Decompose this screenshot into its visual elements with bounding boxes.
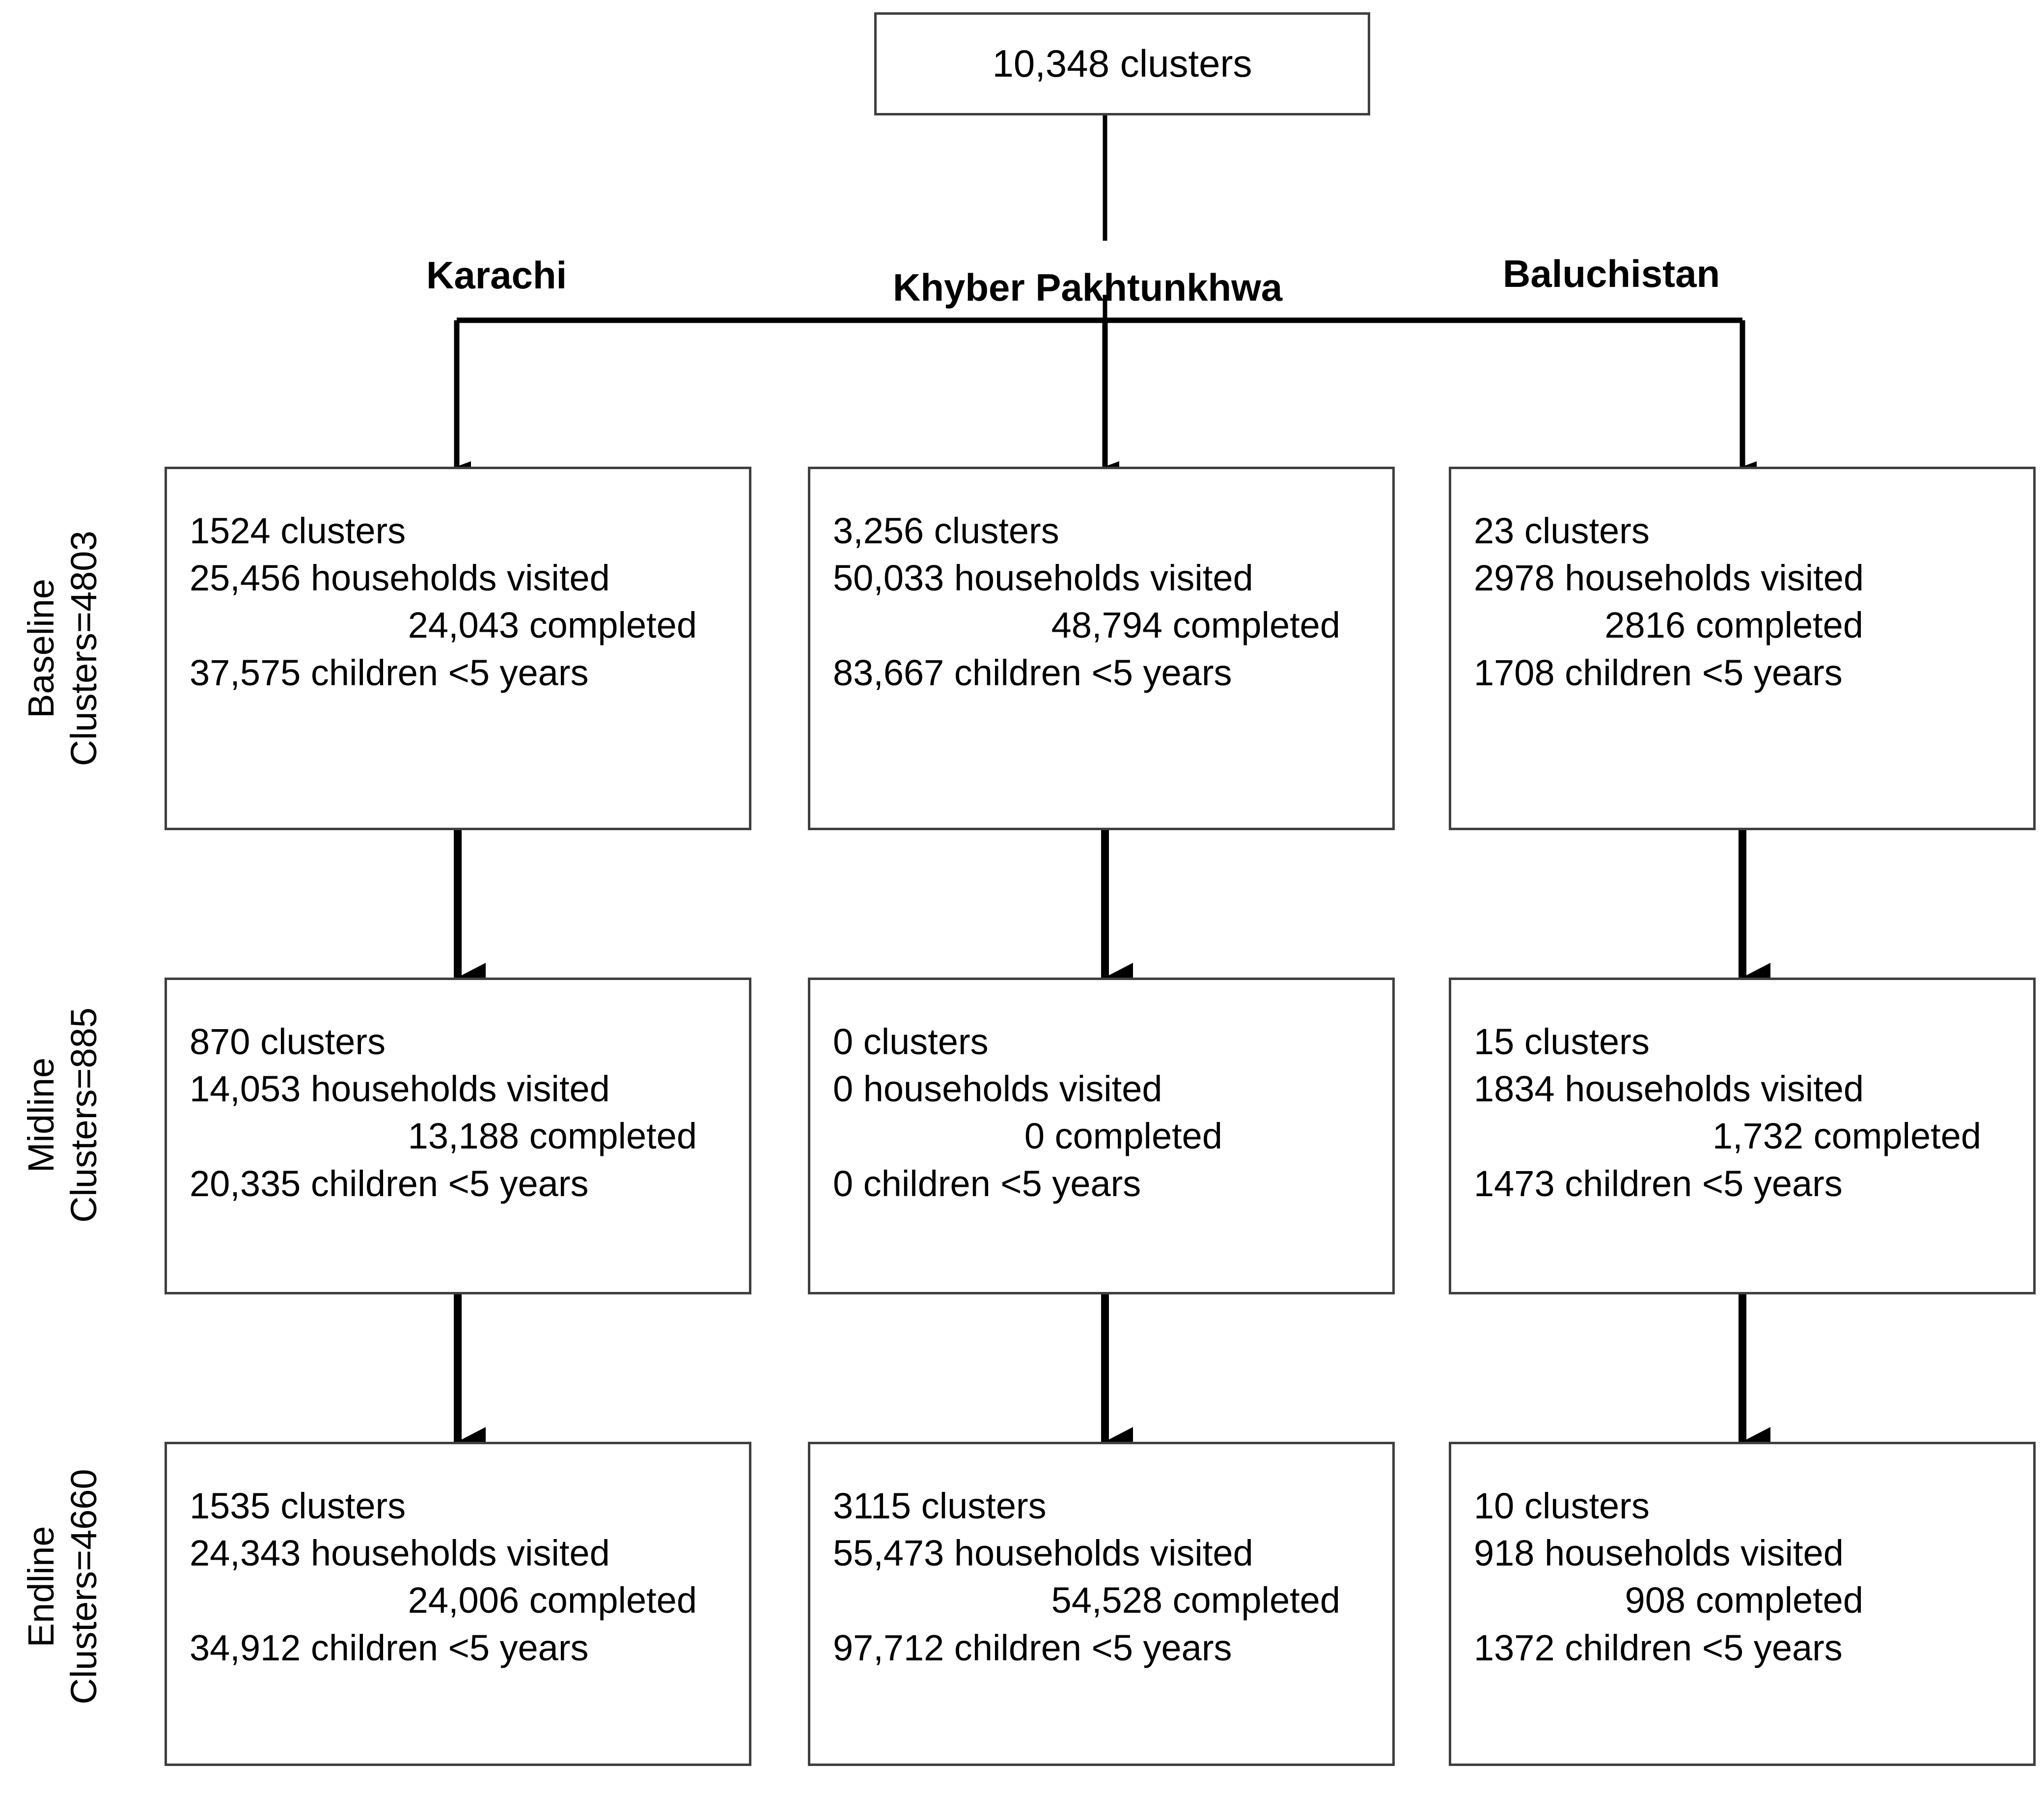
midline-kp-completed: 0 completed [1024,1116,1222,1157]
baseline-kp-clusters: 3,256 clusters [833,510,1059,551]
box-endline-baluchistan: 10 clusters 918 households visited 908 c… [1449,1442,2036,1766]
baseline-kp-completed: 48,794 completed [1051,605,1340,646]
midline-karachi-completed: 13,188 completed [408,1116,697,1157]
baseline-kp-households: 50,033 households visited [833,558,1253,599]
total-clusters-label: 10,348 clusters [992,42,1252,85]
row-label-midline: Midline Clusters=885 [20,933,106,1297]
total-clusters-box: 10,348 clusters [874,12,1370,115]
endline-karachi-clusters: 1535 clusters [190,1485,406,1526]
midline-baluchistan-clusters: 15 clusters [1474,1021,1650,1062]
branch-label-karachi: Karachi [426,253,567,297]
baseline-karachi-completed: 24,043 completed [408,605,697,646]
row-label-endline-line1: Endline [21,1526,61,1648]
endline-baluchistan-clusters: 10 clusters [1474,1485,1650,1526]
endline-baluchistan-completed: 908 completed [1625,1580,1863,1621]
midline-kp-clusters: 0 clusters [833,1021,989,1062]
box-baseline-khyber-pakhtunkhwa: 3,256 clusters 50,033 households visited… [808,467,1395,830]
baseline-baluchistan-households: 2978 households visited [1474,558,1864,599]
endline-kp-clusters: 3115 clusters [833,1485,1047,1526]
box-midline-baluchistan: 15 clusters 1834 households visited 1,73… [1449,978,2036,1294]
row-label-midline-line2: Clusters=885 [63,1007,105,1223]
endline-karachi-children: 34,912 children <5 years [190,1627,589,1668]
endline-baluchistan-children: 1372 children <5 years [1474,1627,1843,1668]
box-midline-karachi: 870 clusters 14,053 households visited 1… [165,978,751,1294]
baseline-baluchistan-children: 1708 children <5 years [1474,652,1843,693]
box-endline-karachi: 1535 clusters 24,343 households visited … [165,1442,751,1766]
row-label-baseline-line1: Baseline [21,579,61,718]
midline-karachi-children: 20,335 children <5 years [190,1163,589,1204]
baseline-baluchistan-clusters: 23 clusters [1474,510,1650,551]
baseline-kp-children: 83,667 children <5 years [833,652,1232,693]
endline-baluchistan-households: 918 households visited [1474,1533,1844,1574]
baseline-karachi-clusters: 1524 clusters [190,510,406,551]
midline-karachi-households: 14,053 households visited [190,1068,610,1110]
row-label-baseline-line2: Clusters=4803 [63,531,105,766]
midline-kp-households: 0 households visited [833,1068,1162,1110]
midline-baluchistan-households: 1834 households visited [1474,1068,1864,1110]
row-label-baseline: Baseline Clusters=4803 [20,467,106,830]
branch-label-baluchistan: Baluchistan [1503,252,1720,295]
baseline-baluchistan-completed: 2816 completed [1604,605,1863,646]
baseline-karachi-households: 25,456 households visited [190,558,610,599]
box-baseline-baluchistan: 23 clusters 2978 households visited 2816… [1449,467,2036,830]
box-midline-khyber-pakhtunkhwa: 0 clusters 0 households visited 0 comple… [808,978,1395,1294]
endline-kp-households: 55,473 households visited [833,1533,1253,1574]
endline-karachi-households: 24,343 households visited [190,1533,610,1574]
endline-kp-completed: 54,528 completed [1051,1580,1340,1621]
branch-label-khyber-pakhtunkhwa: Khyber Pakhtunkhwa [893,266,1283,309]
row-label-endline-line2: Clusters=4660 [63,1469,105,1705]
endline-karachi-completed: 24,006 completed [408,1580,697,1621]
row-label-midline-line1: Midline [21,1057,61,1173]
endline-kp-children: 97,712 children <5 years [833,1627,1232,1668]
row-label-endline: Endline Clusters=4660 [20,1405,106,1768]
midline-baluchistan-children: 1473 children <5 years [1474,1163,1843,1204]
midline-baluchistan-completed: 1,732 completed [1712,1116,1981,1157]
midline-kp-children: 0 children <5 years [833,1163,1141,1204]
midline-karachi-clusters: 870 clusters [190,1021,386,1062]
box-endline-khyber-pakhtunkhwa: 3115 clusters 55,473 households visited … [808,1442,1395,1766]
box-baseline-karachi: 1524 clusters 25,456 households visited … [165,467,751,830]
baseline-karachi-children: 37,575 children <5 years [190,652,589,693]
